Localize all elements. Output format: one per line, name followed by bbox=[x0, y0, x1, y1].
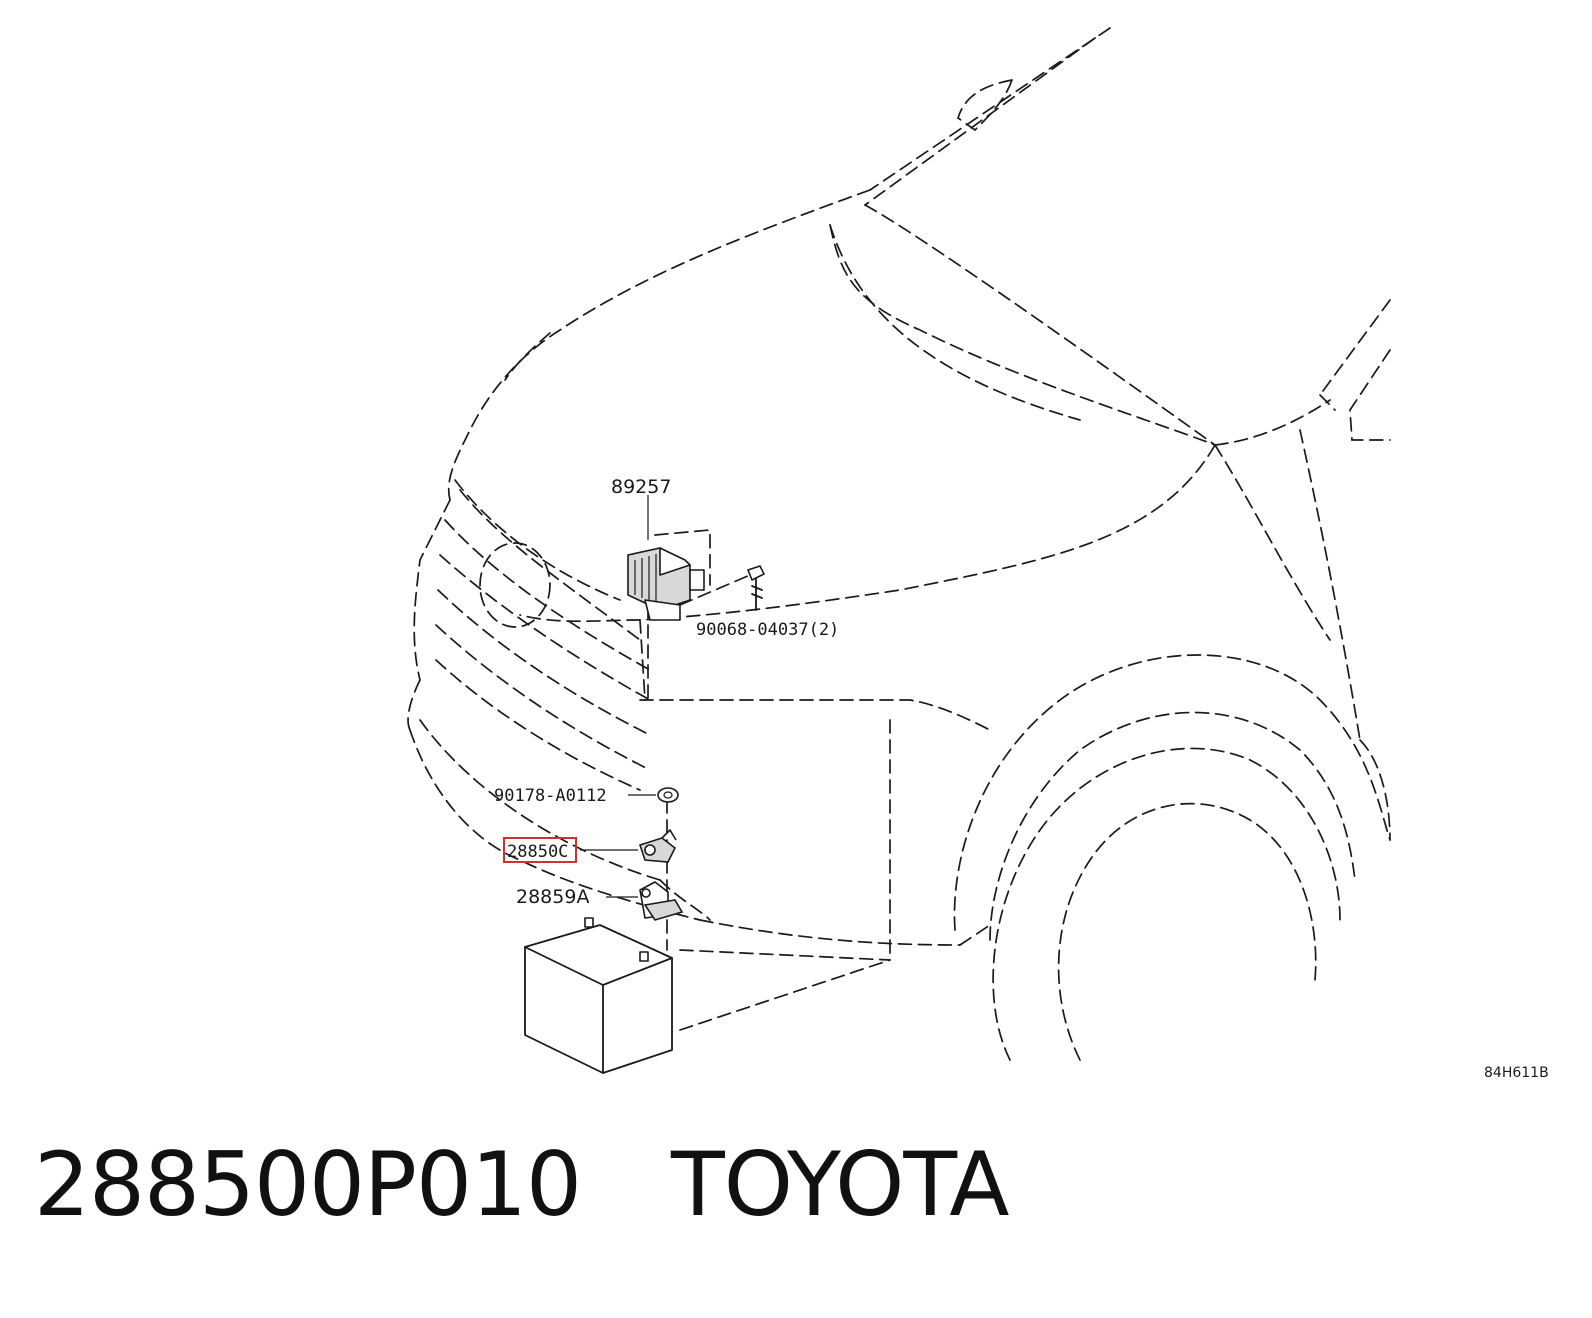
brand-name: TOYOTA bbox=[670, 1133, 1010, 1236]
callout-nut: 90178-A0112 bbox=[494, 786, 607, 806]
relay-box-part[interactable] bbox=[627, 495, 705, 621]
vehicle-outline bbox=[407, 27, 1391, 1061]
callout-relay-box: 89257 bbox=[611, 476, 671, 498]
drawing-code: 84H611B bbox=[1484, 1065, 1549, 1081]
highlight-box bbox=[503, 837, 577, 863]
parts-diagram: 89257 90068-04037(2) 90178-A0112 28850C … bbox=[407, 27, 1549, 1081]
bracket-part[interactable] bbox=[606, 881, 684, 921]
callout-highlighted-part[interactable]: 28850C bbox=[507, 842, 568, 862]
nut-part[interactable] bbox=[628, 787, 679, 803]
callout-bolt: 90068-04037(2) bbox=[696, 620, 839, 640]
caption: 288500P010 TOYOTA bbox=[34, 1130, 1010, 1240]
callout-bracket: 28859A bbox=[516, 886, 589, 908]
battery bbox=[524, 917, 673, 1074]
highlighted-sensor-part[interactable] bbox=[580, 829, 677, 863]
part-number: 288500P010 bbox=[34, 1133, 582, 1236]
bolt-part[interactable] bbox=[747, 565, 765, 611]
